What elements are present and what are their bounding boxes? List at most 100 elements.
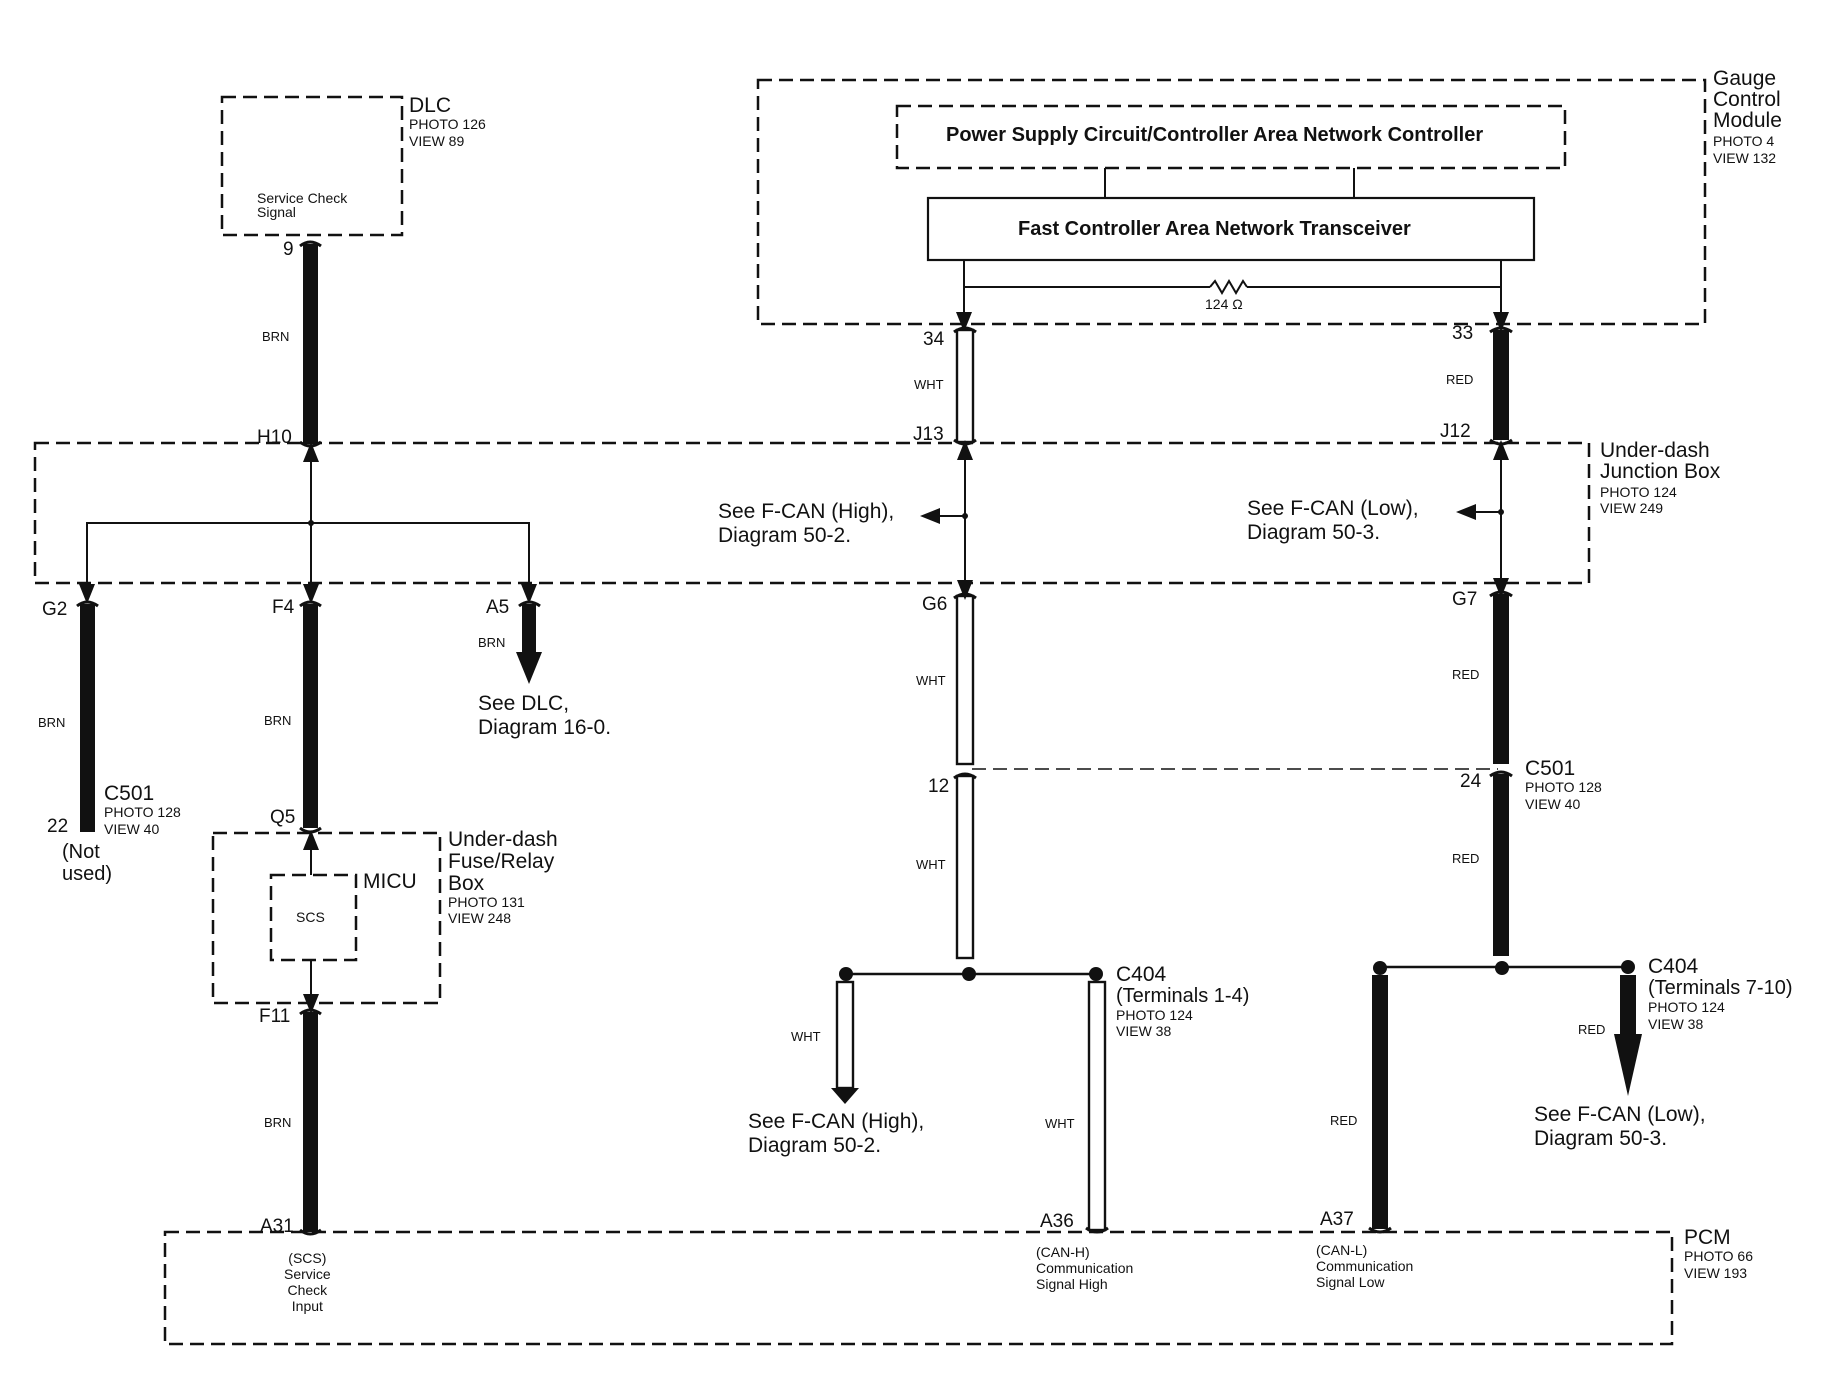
- junction-view: VIEW 249: [1600, 500, 1664, 516]
- c404-left-terminals: (Terminals 1-4): [1116, 985, 1250, 1007]
- wht-wire-a36: [1087, 980, 1107, 1232]
- c404-left-name: C404: [1116, 963, 1167, 986]
- resistor-zigzag: [1209, 279, 1248, 295]
- wire-wht-4: WHT: [791, 1029, 821, 1044]
- junction-name: Under-dash Junction Box: [1600, 439, 1721, 483]
- c501-left-name: C501: [104, 782, 155, 805]
- pin-g2: G2: [42, 599, 68, 620]
- wht-wire-c404l-down: [835, 980, 855, 1090]
- c404-left-photo: PHOTO 124: [1116, 1007, 1193, 1023]
- wire-red-1: RED: [1446, 372, 1474, 387]
- wht-wire-12: [955, 774, 975, 960]
- gauge-name: Gauge Control Module: [1713, 67, 1782, 132]
- gauge-control-module-box: [756, 78, 1707, 326]
- dlc-signal: Service Check Signal: [257, 190, 348, 220]
- dot-jb-left: [308, 520, 314, 526]
- transceiver-box: [926, 196, 1536, 262]
- jb-branch-a5: [311, 522, 537, 604]
- pcm-box: [163, 1230, 1674, 1346]
- pcm-can-high: (CAN-H) Communication Signal High: [1036, 1244, 1134, 1292]
- stub-34: [953, 326, 977, 334]
- scs-box: [269, 873, 358, 962]
- pin-h10: H10: [257, 427, 292, 448]
- pin-22: 22: [47, 816, 69, 837]
- pin-a5: A5: [486, 597, 510, 618]
- pcm-name: PCM: [1684, 1226, 1731, 1249]
- dot-jb-j12: [1498, 509, 1504, 515]
- fuse-name: Under-dash Fuse/Relay Box: [448, 828, 558, 895]
- ref-fcan-high-bottom: See F-CAN (High), Diagram 50-2.: [748, 1110, 925, 1157]
- wht-wire-g6: [955, 594, 975, 766]
- fuse-photo: PHOTO 131: [448, 894, 525, 910]
- ref-fcan-high-top: See F-CAN (High), Diagram 50-2.: [718, 500, 895, 547]
- junction-photo: PHOTO 124: [1600, 484, 1677, 500]
- pin-33: 33: [1452, 323, 1474, 344]
- stub-q5: [299, 826, 322, 834]
- wire-red-5: RED: [1578, 1022, 1606, 1037]
- fuse-relay-box: [211, 831, 442, 1005]
- fuse-view: VIEW 248: [448, 910, 512, 926]
- transceiver-label: Fast Controller Area Network Transceiver: [1018, 218, 1411, 240]
- stub-12: [953, 772, 977, 780]
- wire-wht-1: WHT: [914, 377, 944, 392]
- stub-a36: [1085, 1226, 1109, 1234]
- power-supply-label: Power Supply Circuit/Controller Area Net…: [946, 124, 1484, 146]
- c501-right-name: C501: [1525, 757, 1576, 780]
- wht-wire-34: [955, 328, 975, 444]
- wire-red-3: RED: [1452, 851, 1480, 866]
- red-wire-33: [1493, 330, 1509, 440]
- dlc-view: VIEW 89: [409, 133, 465, 149]
- c404-right-name: C404: [1648, 955, 1699, 978]
- pcm-view: VIEW 193: [1684, 1265, 1748, 1281]
- pin-g6: G6: [922, 594, 948, 615]
- brn-wire-g2: [80, 604, 95, 832]
- power-supply-box: [895, 104, 1567, 170]
- red-wire-a37: [1372, 975, 1388, 1229]
- wire-red-4: RED: [1330, 1113, 1358, 1128]
- red-wire-g7: [1493, 594, 1509, 764]
- brn-wire-dlc: [303, 244, 318, 444]
- c404-right-view: VIEW 38: [1648, 1016, 1704, 1032]
- splice-dot-red-l: [1373, 961, 1387, 975]
- pin-f4: F4: [272, 597, 295, 618]
- pin-f11: F11: [259, 1006, 291, 1027]
- c501-left-photo: PHOTO 128: [104, 804, 181, 820]
- pcm-scs-input: (SCS) Service Check Input: [284, 1250, 331, 1314]
- wire-brn-4: BRN: [478, 635, 506, 650]
- pin-q5: Q5: [270, 807, 296, 828]
- gauge-view: VIEW 132: [1713, 150, 1777, 166]
- splice-dot-wht-r: [1089, 967, 1103, 981]
- pin-a37: A37: [1320, 1209, 1354, 1230]
- stub-9: [299, 240, 322, 248]
- c501-right-view: VIEW 40: [1525, 796, 1581, 812]
- pin-j13: J13: [913, 424, 944, 445]
- wire-brn-2: BRN: [38, 715, 66, 730]
- junction-box: [33, 441, 1591, 585]
- c404l-arrow-head: [831, 1088, 859, 1104]
- splice-dot-red-r: [1621, 960, 1635, 974]
- wire-wht-3: WHT: [916, 857, 946, 872]
- ref-fcan-low-top: See F-CAN (Low), Diagram 50-3.: [1247, 497, 1419, 544]
- micu-label: MICU: [363, 870, 417, 893]
- c404r-arrow-head: [1614, 1034, 1642, 1096]
- stub-a37: [1368, 1226, 1392, 1234]
- wire-brn-1: BRN: [262, 329, 290, 344]
- c501-left-note: (Not used): [62, 841, 113, 885]
- a5-arrow-head: [516, 652, 542, 684]
- splice-dot-wht-l: [839, 967, 853, 981]
- splice-dot-red-c: [1495, 961, 1509, 975]
- wire-wht-5: WHT: [1045, 1116, 1075, 1131]
- dot-jb-j13: [962, 513, 968, 519]
- wire-brn-5: BRN: [264, 1115, 292, 1130]
- pcm-photo: PHOTO 66: [1684, 1248, 1753, 1264]
- stub-a31: [299, 1228, 322, 1236]
- brn-wire-f11: [303, 1012, 318, 1232]
- stub-33: [1489, 326, 1513, 334]
- pin-24: 24: [1460, 771, 1482, 792]
- pin-j12: J12: [1440, 421, 1471, 442]
- wire-wht-2: WHT: [916, 673, 946, 688]
- red-wire-c404r: [1620, 975, 1636, 1035]
- c404-right-photo: PHOTO 124: [1648, 999, 1725, 1015]
- splice-dot-wht-c: [962, 967, 976, 981]
- pcm-can-low: (CAN-L) Communication Signal Low: [1316, 1242, 1414, 1290]
